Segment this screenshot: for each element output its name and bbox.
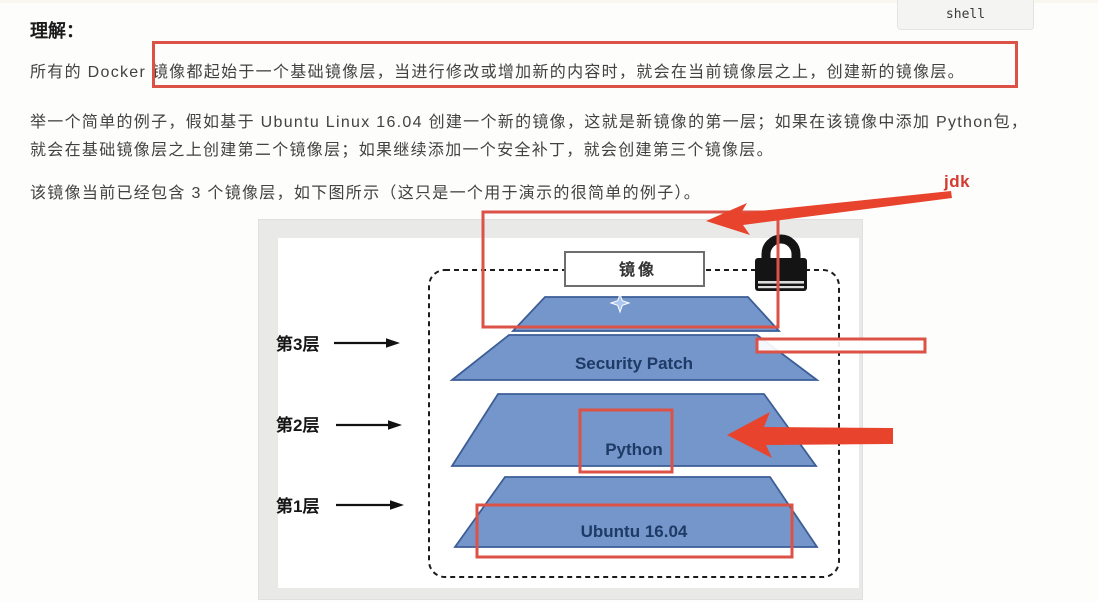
diagram-panel-inner — [278, 238, 859, 588]
paragraph-example-line1: 举一个简单的例子，假如基于 Ubuntu Linux 16.04 创建一个新的镜… — [30, 114, 1029, 131]
code-language-label: shell — [945, 7, 986, 22]
red-highlight-box-paragraph — [152, 41, 1018, 88]
paragraph-example-line2: 就会在基础镜像层之上创建第二个镜像层；如果继续添加一个安全补丁，就会创建第三个镜… — [30, 142, 774, 159]
paragraph-three-layers: 该镜像当前已经包含 3 个镜像层，如下图所示（这只是一个用于演示的很简单的例子）… — [30, 185, 702, 202]
code-block-language-chip: shell — [897, 0, 1034, 30]
diagram-panel — [258, 219, 863, 600]
page-top-strip — [0, 0, 1098, 3]
jdk-annotation-label: jdk — [944, 172, 971, 191]
section-heading: 理解： — [30, 21, 84, 41]
paragraph-docker-layers: 所有的 Docker 镜像都起始于一个基础镜像层，当进行修改或增加新的内容时，就… — [30, 64, 965, 81]
